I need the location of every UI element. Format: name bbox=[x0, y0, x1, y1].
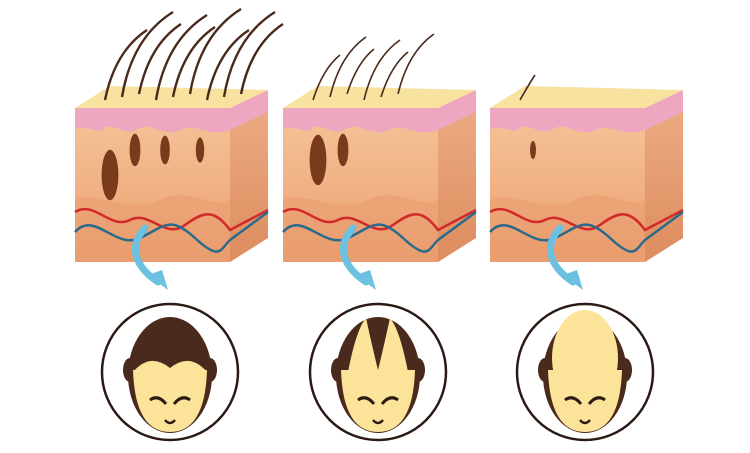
hair-strand bbox=[154, 13, 208, 101]
hair-strand bbox=[397, 33, 435, 95]
vein-line bbox=[74, 210, 269, 253]
arrow-head-icon bbox=[356, 270, 376, 290]
epidermis-layer bbox=[283, 90, 476, 133]
hair-strand bbox=[103, 28, 148, 101]
eyebrows bbox=[564, 396, 606, 405]
scalp-exposed bbox=[348, 318, 408, 372]
hair-strand bbox=[120, 10, 174, 98]
subcutaneous-layer bbox=[283, 195, 438, 262]
arrow-head-icon bbox=[148, 270, 168, 290]
epidermis-layer bbox=[490, 90, 683, 133]
scalp-exposed bbox=[133, 360, 207, 372]
hair-follicle bbox=[337, 133, 349, 167]
stage-panel-2 bbox=[282, 33, 477, 442]
subcutaneous-layer bbox=[490, 195, 645, 262]
nose bbox=[372, 419, 384, 425]
artery-line bbox=[489, 208, 684, 232]
hair-follicle bbox=[530, 141, 536, 159]
eyebrows bbox=[357, 396, 399, 405]
artery-line bbox=[282, 208, 477, 232]
hair-strand bbox=[380, 51, 409, 98]
hair-follicle bbox=[309, 134, 327, 186]
face bbox=[133, 370, 207, 432]
vein-line bbox=[282, 210, 477, 253]
nose bbox=[579, 419, 591, 425]
hair-strand bbox=[188, 7, 242, 95]
hair-strand bbox=[346, 48, 375, 95]
artery-line bbox=[74, 208, 269, 232]
hair-follicle bbox=[129, 133, 141, 167]
hair-strand bbox=[239, 22, 284, 95]
hair-strand bbox=[329, 36, 367, 98]
skin-surface bbox=[490, 86, 683, 108]
hair-strand bbox=[519, 74, 536, 101]
stage-panel-3 bbox=[489, 74, 684, 442]
subcutaneous-layer bbox=[75, 195, 230, 262]
eyebrows bbox=[149, 396, 191, 405]
vein-line bbox=[489, 210, 684, 253]
nose bbox=[164, 419, 176, 425]
hair-strand bbox=[312, 54, 341, 101]
hair-strand bbox=[171, 25, 216, 98]
scalp-exposed bbox=[552, 310, 618, 406]
arrow-head-icon bbox=[563, 270, 583, 290]
hair-follicle bbox=[195, 137, 205, 163]
stage-panel-1 bbox=[74, 7, 284, 442]
epidermis-layer bbox=[75, 90, 268, 133]
face bbox=[341, 370, 415, 432]
hair-strand bbox=[205, 28, 250, 101]
hair-strand bbox=[137, 22, 182, 95]
hair-strand bbox=[363, 39, 401, 101]
hair-follicle bbox=[101, 149, 119, 201]
hair-follicle bbox=[160, 135, 170, 165]
hair-strand bbox=[222, 10, 276, 98]
